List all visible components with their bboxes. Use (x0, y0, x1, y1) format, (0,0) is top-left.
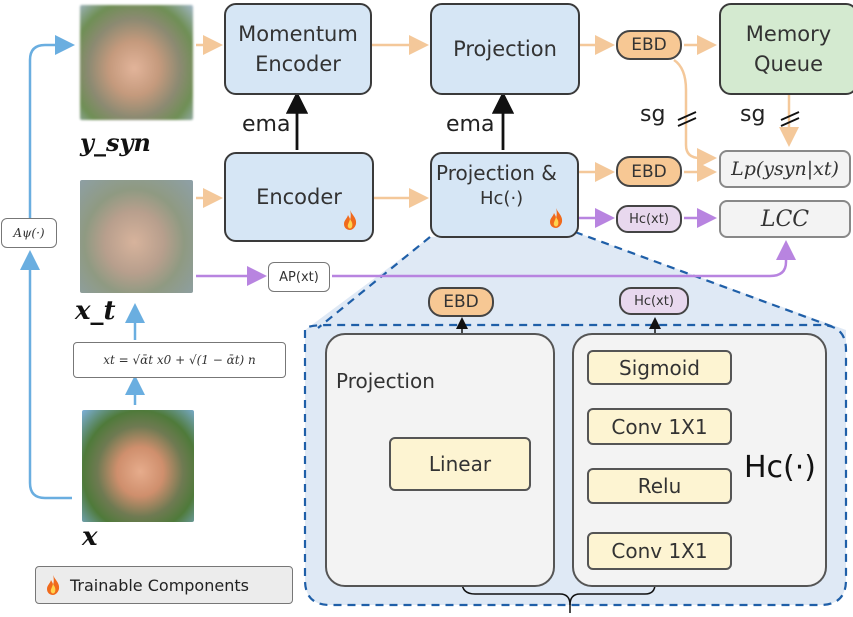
xt-label: x_t (75, 296, 116, 326)
arrow-x-to-augment (20, 250, 72, 500)
hc-function-label: Hc(·) (480, 188, 524, 209)
conv-bottom-box: Conv 1X1 (587, 532, 732, 570)
ysyn-label: y_syn (80, 128, 151, 157)
fire-icon (47, 575, 60, 595)
ebd-mid-pill: EBD (616, 156, 682, 187)
noise-formula-box: xt = √ᾱt x0 + √(1 − ᾱt) n (73, 342, 286, 378)
arrow-augment-to-ysyn (28, 35, 75, 245)
projection-detail-title: Projection (336, 369, 435, 393)
conv-top-box: Conv 1X1 (587, 408, 732, 445)
ebd-detail-pill: EBD (428, 287, 494, 317)
sg-right-label: sg (740, 102, 766, 127)
ema-left-label: ema (242, 112, 291, 137)
synthetic-face-image (80, 5, 193, 120)
noisy-face-image (80, 180, 193, 293)
augment-box: Aψ(·) (1, 218, 57, 248)
x-label: x (82, 522, 98, 552)
loss-cc-box: LCC (719, 200, 851, 238)
hc-xt-pill: Hc(xt) (616, 205, 682, 233)
ebd-top-pill: EBD (616, 30, 682, 60)
projection-top-box: Projection (430, 3, 580, 95)
hc-big-label: Hc(·) (744, 450, 816, 485)
momentum-encoder-box: Momentum Encoder (224, 3, 372, 95)
sg-left-label: sg (640, 102, 666, 127)
ema-right-label: ema (446, 112, 495, 137)
ap-xt-box: AP(xt) (268, 262, 330, 292)
relu-box: Relu (587, 468, 732, 504)
sigmoid-box: Sigmoid (587, 350, 732, 385)
arrow-ap-to-lcc (332, 240, 796, 278)
projection-and-label: Projection & (436, 161, 557, 185)
fire-icon (550, 208, 563, 228)
memory-queue-box: Memory Queue (719, 3, 853, 95)
original-face-image (82, 410, 194, 522)
fire-icon (344, 210, 357, 230)
loss-p-box: Lp(ysyn|xt) (719, 150, 851, 188)
legend-box: Trainable Components (35, 566, 293, 604)
linear-box: Linear (389, 437, 531, 491)
arrow-ebd-sg-to-loss (673, 58, 717, 168)
legend-label: Trainable Components (70, 575, 249, 595)
hc-xt-detail-pill: Hc(xt) (619, 287, 689, 315)
